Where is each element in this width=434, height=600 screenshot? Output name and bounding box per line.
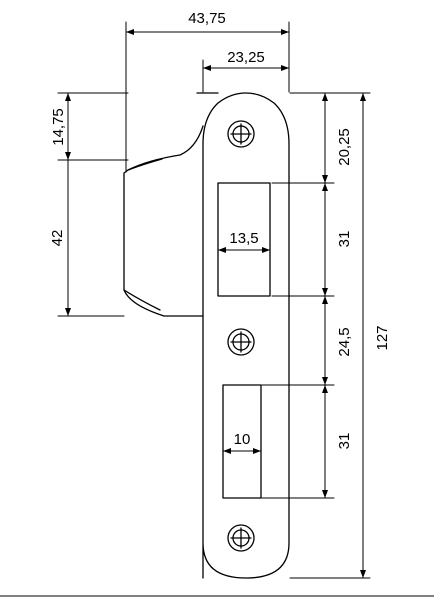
lip-inner-curve xyxy=(127,158,163,171)
upper-cutout-arrow-left xyxy=(218,247,226,253)
label-upper-cutout-height: 31 xyxy=(336,231,353,248)
lip-curve xyxy=(123,125,204,317)
plate-outline xyxy=(202,92,290,579)
dim-extension-lines-right xyxy=(261,92,371,579)
label-plate-width: 23,25 xyxy=(227,49,265,66)
dim-plate-width xyxy=(202,59,290,93)
screw-hole-bottom xyxy=(227,524,255,552)
lower-cutout-arrow-left xyxy=(223,448,231,454)
label-lip-height: 42 xyxy=(49,230,66,247)
label-overall-height: 127 xyxy=(374,325,391,350)
dim-upper-cutout-height xyxy=(322,182,328,297)
lip-lower-inner xyxy=(123,289,161,311)
dim-hole-spacing xyxy=(322,295,328,386)
label-lower-cutout-height: 31 xyxy=(336,433,353,450)
dim-overall-width xyxy=(125,21,290,173)
label-lower-cutout-width: 10 xyxy=(234,431,251,448)
screw-hole-top xyxy=(227,120,255,148)
lower-cutout-arrow-right xyxy=(253,448,261,454)
label-lip-offset: 14,75 xyxy=(50,108,67,146)
label-hole-spacing: 24,5 xyxy=(336,327,353,356)
dim-lip-offset xyxy=(57,92,129,161)
label-upper-cutout-width: 13,5 xyxy=(229,230,258,247)
upper-cutout xyxy=(217,182,271,297)
label-top-hole-offset: 20,25 xyxy=(336,128,353,166)
screw-hole-middle xyxy=(227,328,255,356)
dim-lip-height xyxy=(57,159,125,317)
label-overall-width: 43,75 xyxy=(188,10,226,27)
dim-lower-cutout-height xyxy=(322,384,328,499)
lower-cutout xyxy=(222,384,262,499)
dim-overall-height xyxy=(360,92,366,579)
dim-top-hole-offset xyxy=(322,92,328,184)
upper-cutout-arrow-right xyxy=(262,247,270,253)
